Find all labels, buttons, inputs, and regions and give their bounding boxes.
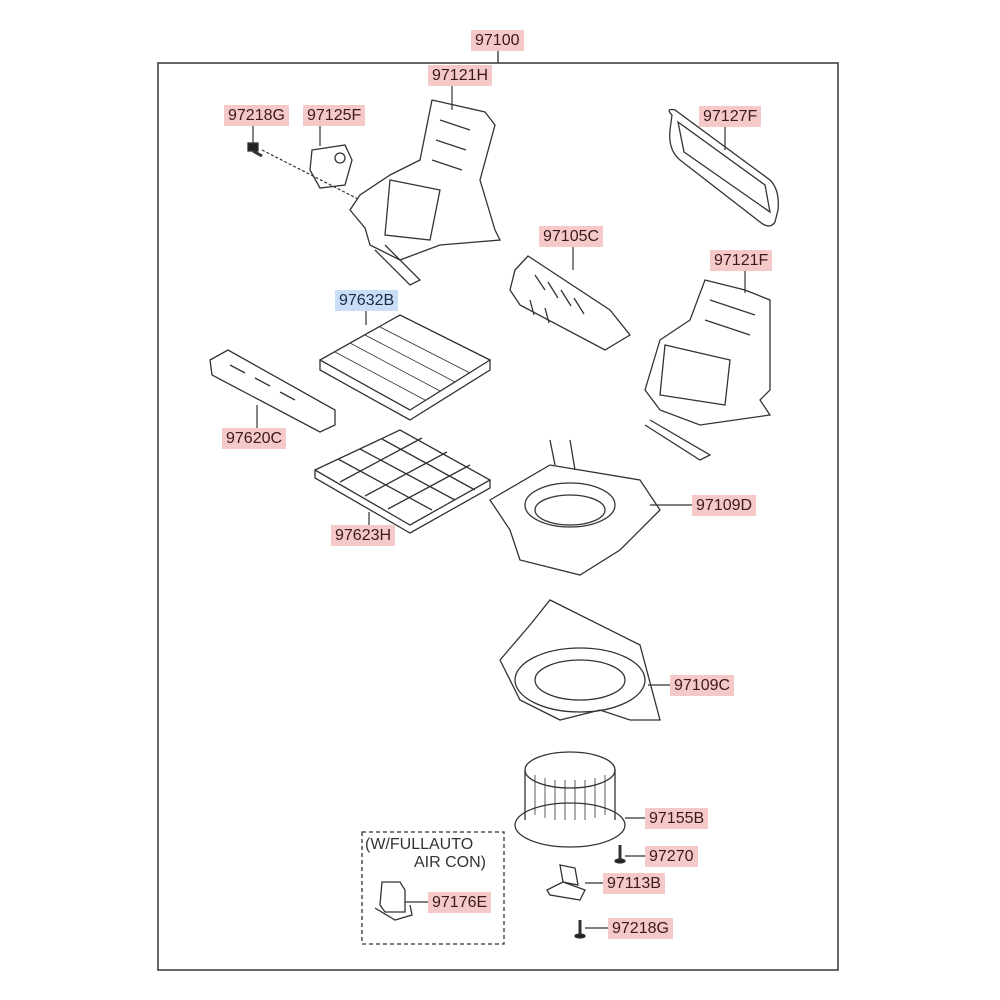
resistor-97113B — [546, 864, 586, 901]
option-note-line2: AIR CON) — [414, 854, 486, 871]
case-97121H — [349, 99, 502, 286]
label-97125F[interactable]: 97125F — [303, 105, 366, 126]
label-97100[interactable]: 97100 — [471, 30, 524, 51]
bracket-97620C — [209, 349, 336, 433]
label-97176E[interactable]: 97176E — [428, 892, 492, 913]
label-97623H[interactable]: 97623H — [331, 525, 396, 546]
label-97113B[interactable]: 97113B — [603, 873, 665, 894]
label-97218G-bottom[interactable]: 97218G — [608, 918, 673, 939]
label-97127F[interactable]: 97127F — [699, 106, 762, 127]
module-97176E — [374, 881, 413, 921]
filter-frame-97623H — [313, 429, 492, 534]
housing-97109C — [499, 599, 661, 721]
option-box — [361, 831, 505, 945]
leader-lines — [252, 86, 746, 929]
actuator-97125F — [309, 144, 353, 189]
label-97632B[interactable]: 97632B — [335, 290, 399, 311]
screw-97270 — [614, 845, 626, 864]
filter-97632B — [318, 314, 492, 421]
screw-97218G-bottom — [574, 920, 586, 939]
seal-97127F — [668, 108, 779, 227]
label-97121F[interactable]: 97121F — [710, 250, 773, 271]
label-97155B[interactable]: 97155B — [645, 808, 709, 829]
label-97105C[interactable]: 97105C — [539, 226, 604, 247]
label-97218G-top[interactable]: 97218G — [224, 105, 289, 126]
label-97121H[interactable]: 97121H — [428, 65, 493, 86]
option-note-line1: (W/FULLAUTO — [365, 836, 474, 853]
label-97109C[interactable]: 97109C — [670, 675, 735, 696]
assembly-frame — [157, 62, 839, 971]
door-97105C — [509, 255, 631, 351]
label-97620C[interactable]: 97620C — [222, 428, 287, 449]
screw-97218G-top — [247, 142, 263, 158]
label-97109D[interactable]: 97109D — [692, 495, 757, 516]
housing-97109D — [489, 439, 661, 576]
label-97270[interactable]: 97270 — [645, 846, 698, 867]
blower-motor-97155B — [514, 751, 626, 848]
case-97121F — [644, 279, 772, 461]
